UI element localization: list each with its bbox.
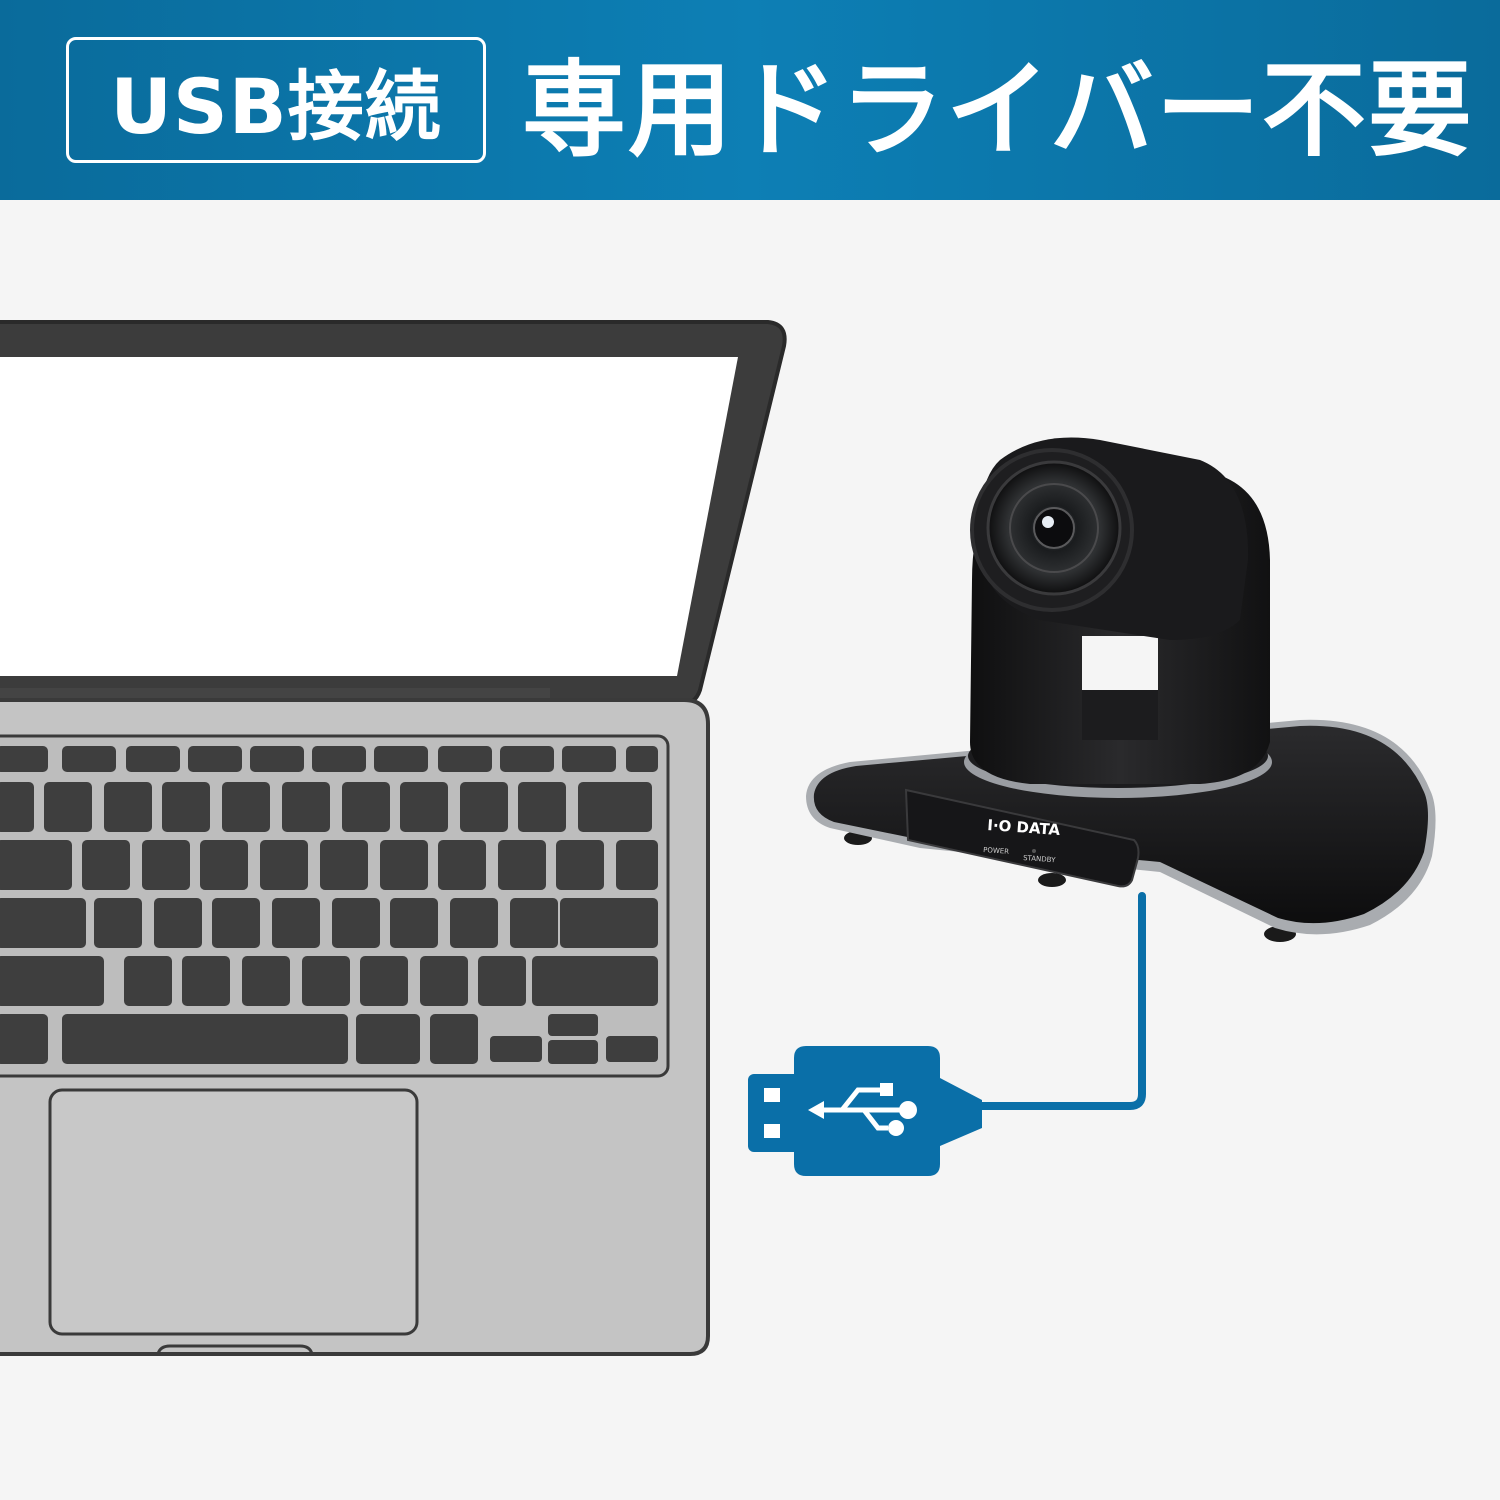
keyboard-key <box>302 956 350 1006</box>
usb-plug-contact <box>764 1088 780 1102</box>
ptz-camera: I·O DATA POWER STANDBY <box>806 437 1436 942</box>
keyboard-key <box>0 746 48 772</box>
keyboard-key <box>182 956 230 1006</box>
keyboard-key <box>380 840 428 890</box>
arrow-key <box>548 1040 598 1064</box>
keyboard-key <box>142 840 190 890</box>
camera-lens-reflection <box>1042 516 1054 528</box>
laptop-illustration <box>0 320 787 1356</box>
keyboard-key <box>188 746 242 772</box>
laptop-screen <box>0 357 738 676</box>
usb-plug-contact <box>764 1124 780 1138</box>
keyboard-key <box>460 782 508 832</box>
keyboard-key <box>420 956 468 1006</box>
camera-lens-glass <box>1033 507 1075 549</box>
keyboard-key <box>260 840 308 890</box>
keyboard-key <box>82 840 130 890</box>
keyboard-key <box>500 746 554 772</box>
usb-plug-metal <box>748 1074 808 1152</box>
keyboard-key <box>62 746 116 772</box>
camera-yoke-window-shade <box>1082 690 1158 740</box>
badge-label: USB接続 <box>110 62 442 151</box>
keyboard-key <box>616 840 658 890</box>
keyboard-key <box>62 1014 348 1064</box>
keyboard-key <box>0 898 86 948</box>
headline-text: 専用ドライバー不要 <box>522 48 1474 171</box>
camera-lens-ring <box>1009 483 1099 573</box>
arrow-key <box>548 1014 598 1036</box>
keyboard-key <box>0 1014 48 1064</box>
camera-status-led <box>1032 849 1036 853</box>
keyboard-key <box>44 782 92 832</box>
keyboard-key <box>400 782 448 832</box>
keyboard-key <box>390 898 438 948</box>
keyboard-key <box>124 956 172 1006</box>
keyboard-key <box>0 956 104 1006</box>
camera-front-panel <box>904 788 1140 888</box>
keyboard-key <box>282 782 330 832</box>
keyboard-key <box>560 898 658 948</box>
product-illustration: I·O DATA POWER STANDBY <box>0 320 1436 1356</box>
keyboard-key <box>532 956 658 1006</box>
keyboard-key <box>450 898 498 948</box>
laptop-front-notch <box>156 1344 314 1355</box>
keyboard-key <box>0 782 34 832</box>
keyboard-key <box>312 746 366 772</box>
keyboard-key <box>222 782 270 832</box>
keyboard-key <box>242 956 290 1006</box>
usb-symbol-icon <box>808 1083 917 1136</box>
keyboard-key <box>360 956 408 1006</box>
keyboard-key <box>162 782 210 832</box>
keyboard-key <box>272 898 320 948</box>
camera-brand-logo: I·O DATA <box>987 816 1061 839</box>
keyboard-key <box>578 782 652 832</box>
keyboard-key <box>430 1014 478 1064</box>
keyboard-key <box>342 782 390 832</box>
keyboard-key <box>438 746 492 772</box>
keyboard-key <box>212 898 260 948</box>
keyboard-key <box>478 956 526 1006</box>
keyboard-key <box>320 840 368 890</box>
keyboard-keys <box>0 746 658 1064</box>
keyboard-key <box>0 840 72 890</box>
keyboard-key <box>104 782 152 832</box>
headline: 専用ドライバー不要 <box>522 37 1472 171</box>
keyboard-key <box>556 840 604 890</box>
keyboard-key <box>94 898 142 948</box>
keyboard-key <box>518 782 566 832</box>
keyboard-key <box>154 898 202 948</box>
camera-base <box>813 725 1428 924</box>
usb-cable <box>976 892 1146 1110</box>
keyboard-key <box>438 840 486 890</box>
header-banner: USB接続 専用ドライバー不要 <box>0 0 1500 200</box>
camera-power-label: POWER <box>983 846 1010 856</box>
keyboard-key <box>626 746 658 772</box>
arrow-key <box>606 1036 658 1062</box>
keyboard-key <box>250 746 304 772</box>
keyboard-key <box>200 840 248 890</box>
keyboard-key <box>498 840 546 890</box>
trackpad <box>48 1088 419 1336</box>
usb-connection-badge: USB接続 <box>66 37 486 163</box>
usb-plug-icon <box>748 1046 982 1176</box>
keyboard-key <box>356 1014 420 1064</box>
keyboard-key <box>332 898 380 948</box>
camera-foot <box>1038 873 1066 887</box>
keyboard-key <box>374 746 428 772</box>
keyboard-key <box>562 746 616 772</box>
camera-standby-label: STANDBY <box>1023 854 1056 864</box>
keyboard-key <box>510 898 558 948</box>
arrow-key <box>490 1036 542 1062</box>
keyboard-key <box>126 746 180 772</box>
